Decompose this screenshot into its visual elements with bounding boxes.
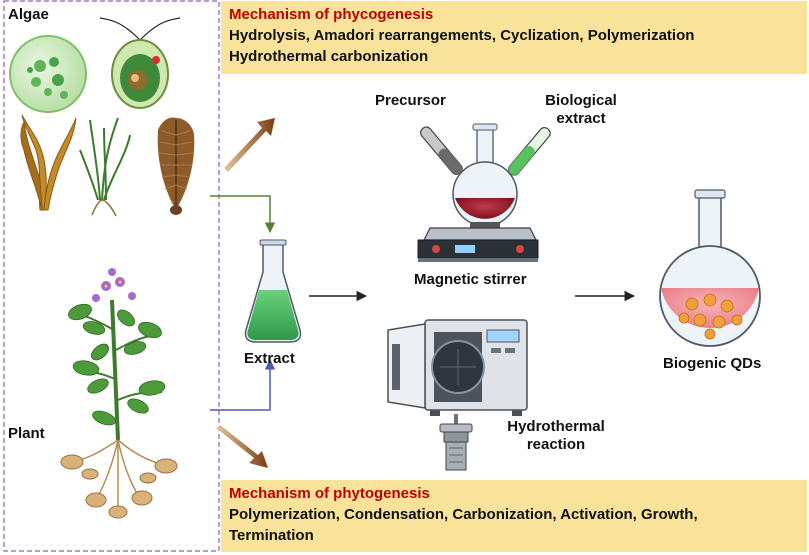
source-panel-border <box>3 0 220 552</box>
precursor-label: Precursor <box>375 92 446 109</box>
algae-colony-icon <box>9 35 87 113</box>
green-arrow <box>210 195 276 234</box>
plant-icon <box>60 268 178 519</box>
extract-label: Extract <box>244 350 295 367</box>
kelp-icon <box>20 114 77 211</box>
phytogenesis-line-2: Termination <box>229 527 314 544</box>
algae-label: Algae <box>8 6 49 23</box>
seagrass-icon <box>79 117 131 217</box>
phycogenesis-box: Mechanism of phycogenesis Hydrolysis, Am… <box>221 1 807 74</box>
blue-arrow <box>210 358 276 411</box>
biological-extract-tube-icon <box>507 127 551 176</box>
qd-flask-icon <box>659 189 761 347</box>
feather-seaweed-icon <box>157 117 195 215</box>
extract-flask-icon <box>244 239 302 343</box>
reaction-flask-icon <box>452 123 518 228</box>
brown-arrow-down <box>216 425 268 468</box>
phytogenesis-line-1: Polymerization, Condensation, Carbonizat… <box>229 506 698 523</box>
biological-extract-label: Biological extract <box>545 92 617 127</box>
precursor-tube-icon <box>419 126 463 175</box>
autoclave-reactor-icon <box>439 414 473 471</box>
brown-arrow-up <box>224 118 275 172</box>
magnetic-stirrer-icon <box>417 227 539 262</box>
phycogenesis-line-2: Hydrothermal carbonization <box>229 48 429 65</box>
phycogenesis-line-1: Hydrolysis, Amadori rearrangements, Cycl… <box>229 27 695 44</box>
algae-cell-icon <box>99 17 181 109</box>
phycogenesis-title: Mechanism of phycogenesis <box>229 6 434 23</box>
magnetic-stirrer-label: Magnetic stirrer <box>414 271 527 288</box>
plant-label: Plant <box>8 425 45 442</box>
phytogenesis-box: Mechanism of phytogenesis Polymerization… <box>221 480 807 552</box>
biogenic-qds-label: Biogenic QDs <box>663 355 762 372</box>
hydrothermal-reaction-label: Hydrothermal reaction <box>507 418 605 453</box>
phytogenesis-title: Mechanism of phytogenesis <box>229 485 430 502</box>
hydrothermal-oven-icon <box>387 319 528 416</box>
